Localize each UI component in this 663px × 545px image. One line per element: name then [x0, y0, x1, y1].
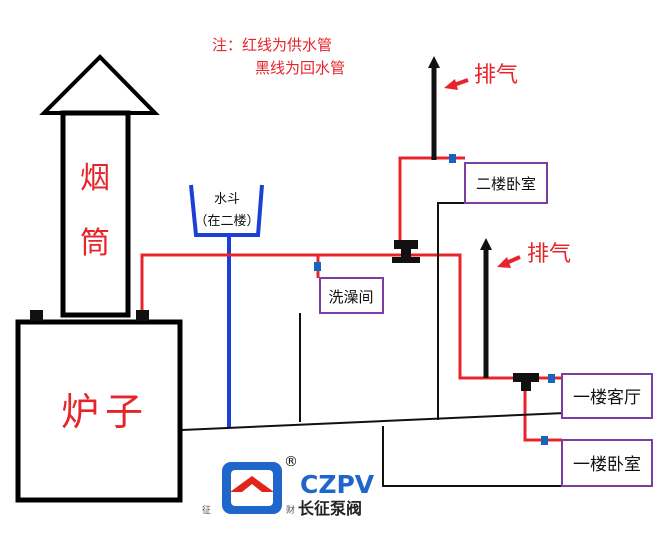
logo-mark-red: [230, 476, 274, 492]
supply-main: [140, 253, 515, 380]
stove-port-right: [136, 310, 149, 321]
water-tank-label-1: 水斗: [214, 192, 240, 207]
vent-label-middle-text: 排气: [527, 242, 571, 267]
logo-left-char: 征: [202, 505, 211, 516]
return-from-living-room: [382, 426, 562, 487]
tee-fitting-lower-stem: [521, 382, 531, 391]
logo-mid-char: 财: [286, 504, 295, 516]
valve-first-bedroom: [541, 436, 548, 445]
room-first-floor-living-label: 一楼客厅: [573, 388, 641, 408]
logo-registered-mark: ®: [284, 454, 298, 470]
room-bathroom: 洗澡间: [319, 277, 384, 314]
stove-char-2: 子: [105, 390, 143, 434]
chimney-body: [60, 110, 131, 318]
water-tank: 水斗 （在二楼）: [189, 184, 264, 428]
vent-label-top-text: 排气: [474, 63, 518, 88]
stove-char-1: 炉: [61, 390, 99, 434]
room-first-floor-living: 一楼客厅: [561, 373, 653, 419]
tee-fitting-lower: [513, 373, 539, 382]
chimney-char-1: 烟: [80, 161, 110, 196]
water-tank-label-2: （在二楼）: [194, 214, 259, 229]
supply-to-first-bedroom: [523, 388, 562, 442]
stove-body: [15, 319, 183, 503]
valve-second-bedroom: [449, 154, 456, 163]
vent-pipes: [428, 56, 492, 378]
room-first-floor-bedroom-label: 一楼卧室: [573, 455, 641, 475]
room-second-floor-bedroom-label: 二楼卧室: [476, 175, 536, 193]
chimney-char-2: 筒: [80, 226, 110, 261]
valve-bathroom: [314, 262, 321, 271]
room-bathroom-label: 洗澡间: [328, 288, 373, 306]
tee-fitting-upper: [394, 240, 418, 249]
vent-label-middle: 排气: [497, 242, 571, 268]
return-from-second-bedroom: [437, 202, 465, 420]
stove-port-left: [30, 310, 43, 321]
valve-living-room: [548, 374, 555, 383]
supply-to-second-bedroom: [398, 156, 465, 243]
vent-label-top: 排气: [444, 63, 518, 90]
valves: [314, 154, 555, 445]
tee-fitting-upper-base: [392, 257, 420, 263]
vent-arrow-top: [428, 56, 440, 68]
note-line-2: 黑线为回水管: [255, 59, 345, 77]
logo-name-en: CZPV: [300, 470, 375, 499]
chimney: 烟 筒: [39, 54, 160, 318]
logo-name-cn: 长征泵阀: [298, 499, 362, 518]
chimney-roof: [39, 54, 160, 115]
return-main: [181, 412, 566, 431]
stove: 炉 子: [15, 310, 183, 503]
room-second-floor-bedroom: 二楼卧室: [464, 162, 548, 204]
czpv-logo: ® 征 财 CZPV 长征泵阀: [202, 454, 375, 518]
room-first-floor-bedroom: 一楼卧室: [561, 439, 653, 487]
return-pipes: [181, 202, 566, 487]
tee-fittings: [392, 240, 539, 391]
vent-arrow-middle: [480, 238, 492, 250]
tee-fitting-upper-stem: [401, 249, 411, 261]
note-line-1: 注：红线为供水管: [212, 36, 332, 54]
